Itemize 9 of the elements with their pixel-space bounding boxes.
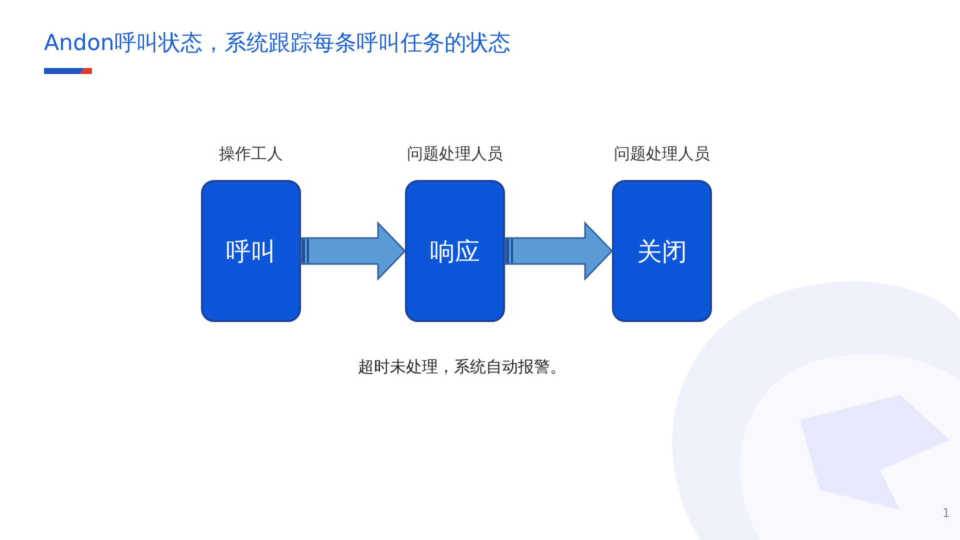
role-label: 问题处理人员 xyxy=(613,144,711,165)
role-label: 操作工人 xyxy=(218,144,284,165)
status-box: 呼叫 xyxy=(201,180,301,322)
note-text: 超时未处理，系统自动报警。 xyxy=(357,357,567,378)
page-number: 1 xyxy=(941,506,950,520)
status-box: 关闭 xyxy=(612,180,712,322)
role-label: 问题处理人员 xyxy=(406,144,504,165)
status-box: 响应 xyxy=(405,180,505,322)
slide-title: Andon呼叫状态，系统跟踪每条呼叫任务的状态 xyxy=(44,30,510,58)
